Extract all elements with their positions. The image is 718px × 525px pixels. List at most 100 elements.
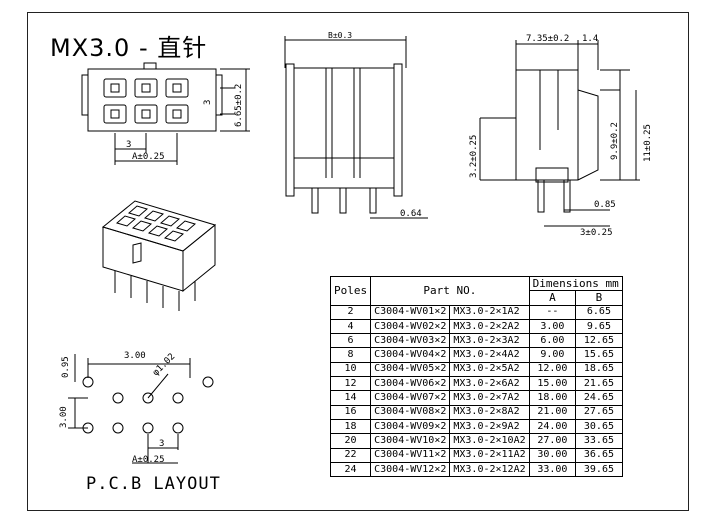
cell-poles: 24 (329, 461, 372, 478)
cell-part1: C3004-WV09×2 (370, 418, 451, 435)
end-dim-height-inner: 9.9±0.2 (610, 122, 620, 160)
pcb-dim-hole: φ1.02 (151, 352, 177, 378)
front-dim-height: 6.65±0.2 (234, 84, 244, 127)
drawing-frame (27, 12, 689, 511)
cell-poles: 20 (329, 433, 372, 449)
front-dim-vertical-pitch: 3 (203, 100, 213, 105)
isometric-view (101, 200, 217, 311)
front-dim-a: A±0.25 (132, 152, 165, 162)
header-b: B (575, 290, 623, 306)
cell-poles: 14 (329, 390, 372, 406)
cell-a: 9.00 (528, 347, 577, 363)
cell-b: 36.65 (575, 447, 623, 463)
cell-b: 30.65 (575, 418, 623, 435)
drawing-title: MX3.0 - 直针 (50, 34, 208, 62)
pcb-layout: 0.95 3.00 φ1.02 3.00 3 A±0.25 (59, 351, 214, 465)
cell-a: 24.00 (528, 418, 577, 435)
cell-part2: MX3.0-2×11A2 (449, 447, 530, 463)
cell-a: -- (528, 304, 577, 320)
cell-part1: C3004-WV05×2 (370, 361, 451, 378)
cell-b: 39.65 (575, 461, 623, 478)
iso-pins (114, 271, 196, 311)
end-view: 7.35±0.2 1.4 9.9±0.2 11±0.25 3.2±0.25 0.… (469, 34, 653, 238)
cell-a: 30.00 (528, 447, 577, 463)
cell-poles: 6 (329, 333, 372, 349)
cell-a: 33.00 (528, 461, 577, 478)
header-part-no: Part NO. (370, 276, 530, 306)
side-dim-pin: 0.64 (400, 209, 422, 219)
cell-a: 18.00 (528, 390, 577, 406)
iso-side-face (182, 223, 216, 293)
cell-part1: C3004-WV04×2 (370, 347, 451, 363)
cell-part2: MX3.0-2×7A2 (449, 390, 530, 406)
cell-part1: C3004-WV06×2 (370, 376, 451, 392)
end-dim-pin-width: 0.85 (594, 200, 616, 210)
end-housing (515, 69, 599, 181)
cell-part1: C3004-WV03×2 (370, 333, 451, 349)
pcb-dim-pitch-bottom: 3 (159, 439, 164, 449)
header-dimensions: Dimensions mm (528, 275, 623, 292)
side-dim-top: B±0.3 (328, 31, 352, 40)
side-view: B±0.3 0.64 (284, 31, 428, 219)
cell-part2: MX3.0-2×2A2 (449, 318, 530, 335)
cell-b: 18.65 (575, 361, 623, 378)
cell-b: 33.65 (575, 433, 623, 449)
side-pins (311, 187, 377, 214)
front-dim-pitch: 3 (126, 140, 131, 150)
cell-part1: C3004-WV10×2 (370, 433, 451, 449)
cell-part1: C3004-WV07×2 (370, 390, 451, 406)
cell-part1: C3004-WV01×2 (370, 304, 451, 320)
front-cavities (103, 78, 189, 124)
cell-b: 9.65 (575, 318, 623, 335)
latch-tab (143, 62, 157, 70)
end-dim-pin-spacing: 3±0.25 (580, 228, 613, 238)
cell-a: 27.00 (528, 433, 577, 449)
end-dim-depth: 7.35±0.2 (526, 34, 569, 44)
cell-poles: 16 (329, 404, 372, 420)
pcb-dim-a: A±0.25 (132, 455, 165, 465)
front-housing-outline (87, 68, 217, 132)
end-dim-standoff: 3.2±0.25 (469, 135, 479, 178)
iso-cavities (115, 205, 197, 242)
cell-b: 12.65 (575, 333, 623, 349)
end-dim-top-small: 1.4 (582, 34, 598, 44)
iso-latch (132, 242, 142, 264)
side-housing (293, 67, 395, 189)
cell-poles: 8 (329, 347, 372, 363)
cell-part2: MX3.0-2×6A2 (449, 376, 530, 392)
cell-poles: 10 (329, 361, 372, 378)
header-a: A (528, 290, 577, 306)
cell-poles: 2 (329, 304, 372, 320)
cell-part1: C3004-WV12×2 (370, 461, 451, 478)
header-poles: Poles (329, 276, 372, 306)
cell-part2: MX3.0-2×5A2 (449, 361, 530, 378)
cell-part2: MX3.0-2×4A2 (449, 347, 530, 363)
cell-b: 27.65 (575, 404, 623, 420)
cell-part2: MX3.0-2×3A2 (449, 333, 530, 349)
cell-poles: 22 (329, 447, 372, 463)
cell-part2: MX3.0-2×12A2 (449, 461, 530, 478)
cell-part2: MX3.0-2×8A2 (449, 404, 530, 420)
cell-a: 12.00 (528, 361, 577, 378)
cell-part2: MX3.0-2×9A2 (449, 418, 530, 435)
cell-b: 6.65 (575, 304, 623, 320)
cell-part2: MX3.0-2×10A2 (449, 433, 530, 449)
cell-part1: C3004-WV11×2 (370, 447, 451, 463)
cell-a: 6.00 (528, 333, 577, 349)
cell-b: 21.65 (575, 376, 623, 392)
cell-a: 21.00 (528, 404, 577, 420)
cell-poles: 12 (329, 376, 372, 392)
end-pins (537, 179, 571, 213)
cell-part1: C3004-WV02×2 (370, 318, 451, 335)
